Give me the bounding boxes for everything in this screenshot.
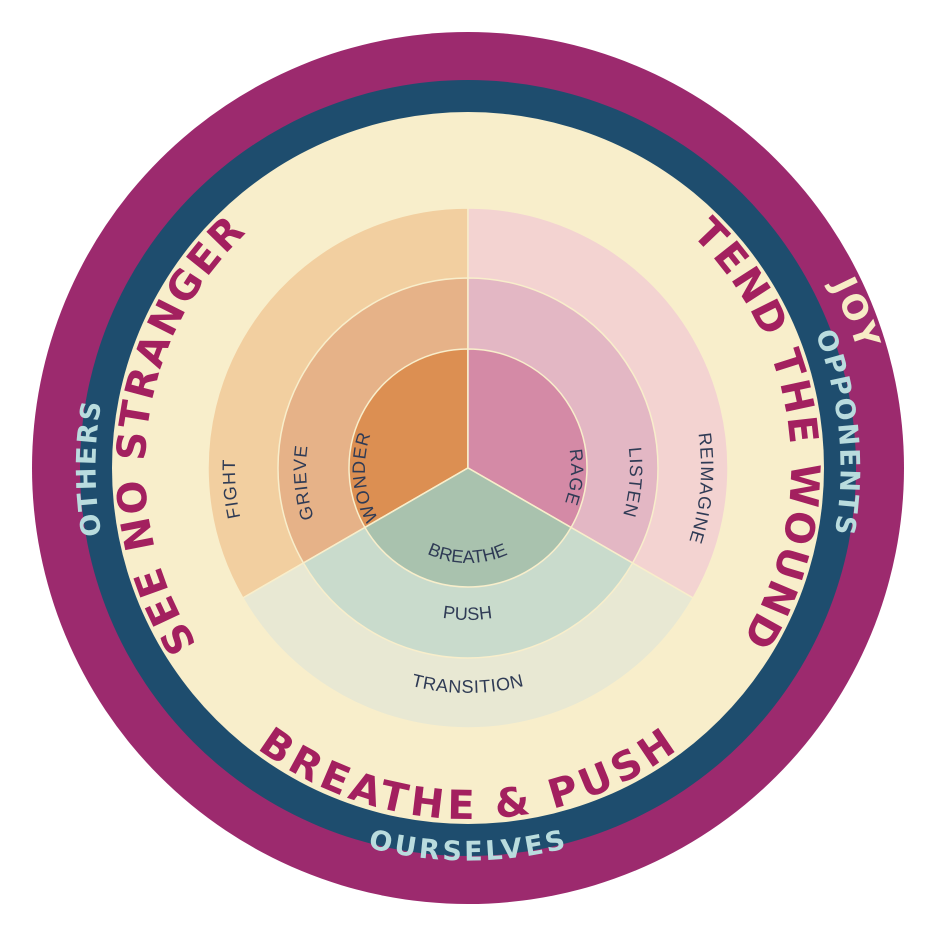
sector-breathe-and-push-band-3 — [363, 467, 573, 588]
push-label: PUSH — [442, 602, 494, 624]
push-path: PUSH — [442, 602, 493, 624]
sector-tend-the-wound-band-3 — [467, 348, 588, 529]
sector-group — [207, 207, 729, 729]
sector-see-no-stranger-band-3 — [348, 348, 469, 529]
